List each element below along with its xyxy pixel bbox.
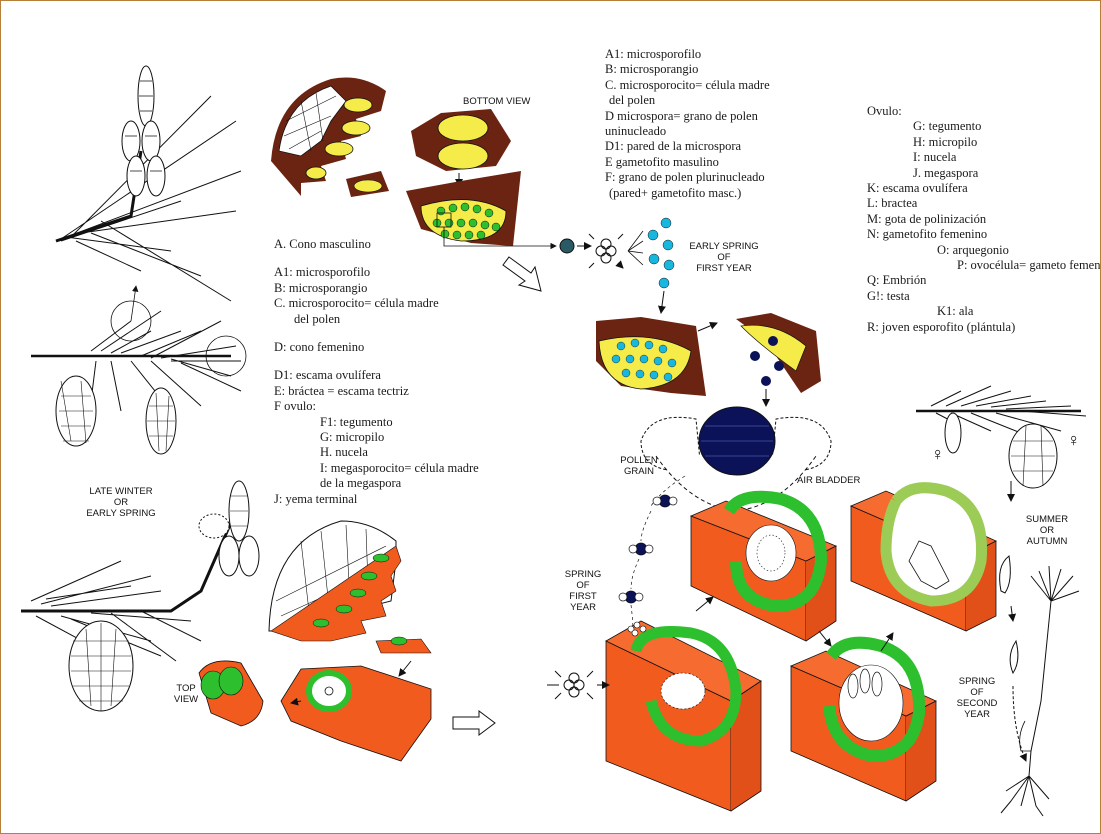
legend-line: del polen bbox=[274, 312, 479, 327]
caption-spring-first-year: SPRING OF FIRST YEAR bbox=[563, 569, 603, 613]
legend-line: D1: escama ovulífera bbox=[274, 368, 479, 383]
legend-line: N: gametofito femenino bbox=[867, 227, 1101, 242]
ovule-pollination bbox=[606, 621, 761, 811]
legend-line: A. Cono masculino bbox=[274, 237, 479, 252]
legend-line: L: bractea bbox=[867, 196, 1101, 211]
ovule-scale-section bbox=[281, 666, 431, 761]
legend-line: D microspora= grano de polen bbox=[605, 109, 770, 124]
winged-seed bbox=[1000, 556, 1026, 761]
female-symbol: ♀ bbox=[931, 445, 945, 463]
legend-line: de la megaspora bbox=[274, 476, 479, 491]
microsporophyll-releasing bbox=[736, 313, 821, 406]
legend-line: Ovulo: bbox=[867, 104, 1101, 119]
legend-line: (pared+ gametofito masc.) bbox=[605, 186, 770, 201]
ovuliferous-scale-top bbox=[199, 661, 263, 726]
legend-line: E: bráctea = escama tectriz bbox=[274, 384, 479, 399]
legend-line: del polen bbox=[605, 93, 770, 108]
legend-line: Q: Embrión bbox=[867, 273, 1101, 288]
legend-line: H: micropilo bbox=[867, 135, 1101, 150]
legend-line: G: tegumento bbox=[867, 119, 1101, 134]
pollen-grain-large bbox=[641, 407, 831, 511]
caption-summer-autumn: SUMMER OR AUTUMN bbox=[1019, 514, 1075, 547]
female-branch-right bbox=[916, 386, 1086, 433]
legend-line: A1: microsporofilo bbox=[274, 265, 479, 280]
legend-line: J: yema terminal bbox=[274, 492, 479, 507]
legend-line: B: microsporangio bbox=[605, 62, 770, 77]
open-arrow-top bbox=[503, 257, 541, 291]
female-cone-section bbox=[269, 521, 431, 676]
legend-line: R: joven esporofito (plántula) bbox=[867, 320, 1101, 335]
legend-line: C. microsporocito= célula madre bbox=[605, 78, 770, 93]
left-legend: A. Cono masculino A1: microsporofilo B: … bbox=[274, 237, 479, 507]
microsporophyll-side bbox=[406, 171, 556, 246]
right-legend: Ovulo: G: tegumento H: micropilo I: nuce… bbox=[867, 104, 1101, 335]
caption-bottom-view: BOTTOM VIEW bbox=[463, 96, 530, 107]
ovule-embryo bbox=[851, 488, 996, 631]
caption-spring-second-year: SPRING OF SECOND YEAR bbox=[954, 676, 1000, 720]
legend-line: C. microsporocito= célula madre bbox=[274, 296, 479, 311]
legend-line: K1: ala bbox=[867, 304, 1101, 319]
microspore-development bbox=[560, 218, 674, 313]
caption-top-view: TOP VIEW bbox=[171, 683, 201, 705]
female-symbol: ♀ bbox=[1067, 431, 1081, 449]
caption-early-spring: EARLY SPRING OF FIRST YEAR bbox=[689, 241, 759, 274]
legend-line: G: micropilo bbox=[274, 430, 479, 445]
female-cone-lower bbox=[69, 621, 133, 711]
ovule-megaspore bbox=[691, 497, 836, 641]
legend-line: D: cono femenino bbox=[274, 340, 479, 355]
seedling bbox=[1001, 566, 1079, 816]
male-cone-section bbox=[271, 78, 389, 198]
legend-line: F1: tegumento bbox=[274, 415, 479, 430]
legend-line: H. nucela bbox=[274, 445, 479, 460]
caption-pollen-grain: POLLEN GRAIN bbox=[617, 455, 661, 477]
legend-line: B: microsporangio bbox=[274, 281, 479, 296]
legend-line: A1: microsporofilo bbox=[605, 47, 770, 62]
ovule-archegonia bbox=[791, 643, 936, 801]
female-cones-right bbox=[945, 413, 1057, 488]
caption-late-winter: LATE WINTER OR EARLY SPRING bbox=[83, 486, 159, 519]
legend-line: F: grano de polen plurinucleado bbox=[605, 170, 770, 185]
legend-line: D1: pared de la microspora bbox=[605, 139, 770, 154]
legend-line: P: ovocélula= gameto femenino bbox=[867, 258, 1101, 273]
male-cone-cluster bbox=[122, 66, 165, 196]
caption-air-bladder: AIR BLADDER bbox=[797, 475, 860, 486]
pollen-drift bbox=[619, 476, 685, 631]
legend-line: E gametofito masulino bbox=[605, 155, 770, 170]
legend-line: O: arquegonio bbox=[867, 243, 1101, 258]
legend-line: I: nucela bbox=[867, 150, 1101, 165]
legend-line: J. megaspora bbox=[867, 166, 1101, 181]
microsporophyll-bottom-view bbox=[411, 109, 511, 186]
open-arrow-bottom bbox=[453, 711, 495, 735]
legend-line: M: gota de polinización bbox=[867, 212, 1101, 227]
legend-line: uninucleado bbox=[605, 124, 770, 139]
legend-line: I: megasporocito= célula madre bbox=[274, 461, 479, 476]
legend-line: K: escama ovulífera bbox=[867, 181, 1101, 196]
legend-line: G!: testa bbox=[867, 289, 1101, 304]
legend-line: F ovulo: bbox=[274, 399, 479, 414]
tetrad-left bbox=[547, 671, 609, 699]
center-legend: A1: microsporofilo B: microsporangio C. … bbox=[605, 47, 770, 201]
microsporophyll-microspores bbox=[596, 317, 706, 396]
